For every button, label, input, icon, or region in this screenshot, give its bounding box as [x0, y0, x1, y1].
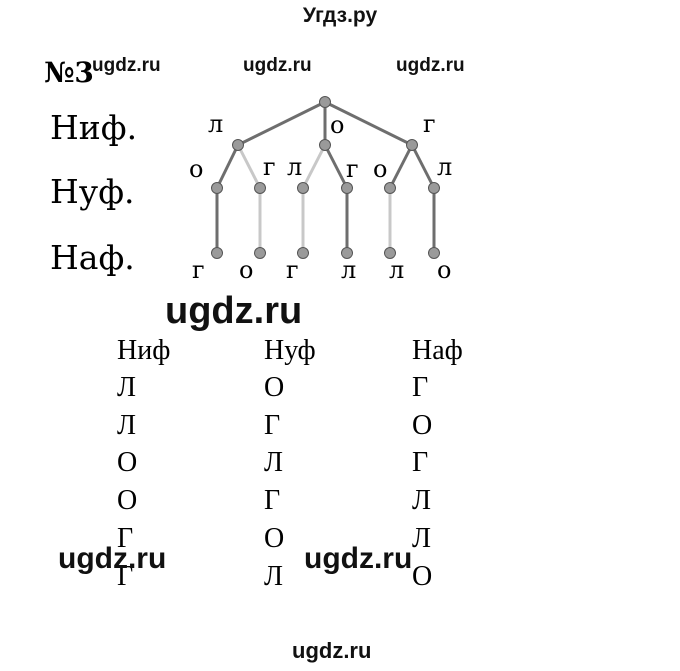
- tree-letter-l2-3: г: [346, 155, 359, 183]
- tree-edges: [215, 100, 436, 253]
- tree-node: [341, 247, 353, 259]
- table-header-naf: Наф: [412, 335, 463, 366]
- tree-letter-l3-1: о: [239, 256, 254, 284]
- watermark-bottom-center: ugdz.ru: [304, 542, 413, 575]
- table-cell: Л: [412, 485, 431, 516]
- tree-node: [428, 182, 440, 194]
- tree-node: [254, 182, 266, 194]
- tree-letter-l2-0: о: [189, 155, 204, 183]
- tree-edge: [236, 144, 262, 189]
- tree-letter-l3-2: г: [286, 256, 299, 284]
- tree-edge: [324, 100, 413, 147]
- tree-node: [211, 182, 223, 194]
- tree-node: [341, 182, 353, 194]
- tree-node: [319, 139, 331, 151]
- row-label-nif: Ниф.: [50, 108, 138, 147]
- watermark-top-3: ugdz.ru: [396, 55, 465, 76]
- tree-edge: [410, 144, 436, 189]
- tree-node: [297, 182, 309, 194]
- table-cell: Г: [117, 523, 134, 554]
- tree-node: [254, 247, 266, 259]
- watermark-footer: ugdz.ru: [292, 638, 372, 663]
- table-cell: Л: [117, 410, 136, 441]
- table-cell: Г: [412, 447, 429, 478]
- tree-letter-l2-2: л: [287, 153, 303, 181]
- watermark-top-2: ugdz.ru: [243, 55, 312, 76]
- tree-letter-l2-4: о: [373, 155, 388, 183]
- table-cell: О: [264, 372, 285, 403]
- tree-node: [232, 139, 244, 151]
- tree-node: [319, 96, 331, 108]
- tree-letter-l3-5: о: [437, 256, 452, 284]
- tree-letter-l3-0: г: [192, 256, 205, 284]
- table-cell: Г: [117, 561, 134, 592]
- table-cell: Г: [264, 410, 281, 441]
- tree-letter-l1-0: л: [208, 110, 224, 138]
- tree-letter-l3-4: л: [389, 256, 405, 284]
- watermark-bottom-left: ugdz.ru: [58, 542, 167, 575]
- table-header-nif: Ниф: [117, 335, 171, 366]
- table-cell: Л: [264, 561, 283, 592]
- table-cell: О: [264, 523, 285, 554]
- table-cell: О: [117, 447, 138, 478]
- tree-edge: [388, 144, 414, 189]
- row-label-nuf: Нуф.: [50, 172, 135, 211]
- table-header-nuf: Нуф: [264, 335, 316, 366]
- tree-letter-l1-2: г: [423, 110, 436, 138]
- row-label-naf: Наф.: [50, 238, 135, 277]
- table-cell: Л: [264, 447, 283, 478]
- tree-node: [297, 247, 309, 259]
- tree-letter-l2-5: л: [437, 153, 453, 181]
- tree-node: [406, 139, 418, 151]
- table-cell: Г: [412, 372, 429, 403]
- tree-edge: [301, 144, 327, 189]
- site-header: Угдз.ру: [302, 4, 378, 27]
- tree-letter-l2-1: г: [263, 153, 276, 181]
- task-number: №3: [44, 56, 94, 89]
- tree-edge: [323, 144, 349, 189]
- watermark-middle: ugdz.ru: [165, 290, 303, 332]
- table-cell: Г: [264, 485, 281, 516]
- tree-letter-l1-1: о: [330, 111, 345, 139]
- table-cell: О: [117, 485, 138, 516]
- tree-nodes: [211, 96, 440, 259]
- tree-edge: [215, 144, 240, 189]
- tree-node: [211, 247, 223, 259]
- tree-node: [384, 182, 396, 194]
- table-cell: О: [412, 561, 433, 592]
- tree-letter-l3-3: л: [341, 256, 357, 284]
- table-cell: Л: [117, 372, 136, 403]
- tree-edge: [237, 100, 326, 147]
- table-cell: О: [412, 410, 433, 441]
- table-cell: Л: [412, 523, 431, 554]
- tree-node: [384, 247, 396, 259]
- tree-node: [428, 247, 440, 259]
- watermark-top-1: ugdz.ru: [92, 55, 161, 76]
